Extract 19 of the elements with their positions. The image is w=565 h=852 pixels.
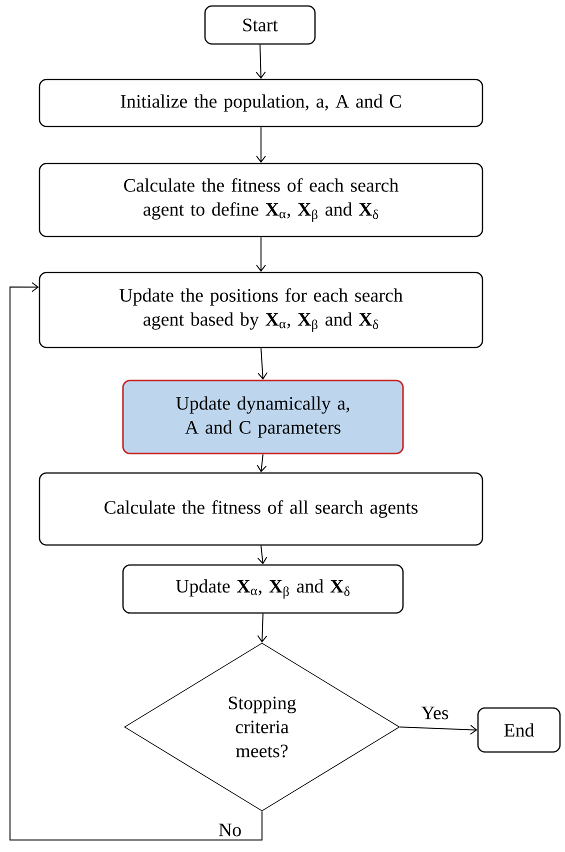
process-box: Calculate the fitness of each search agent to define X$_{α}$, X$_{β}$ and X$_{δ}$ <box>38 162 484 238</box>
arrow <box>256 44 266 79</box>
process-box: Calculate the fitness of all search agents <box>38 472 484 546</box>
process-box: Update dynamically a, A and C parameters <box>122 380 404 454</box>
arrow <box>256 236 266 272</box>
arrow <box>258 348 268 380</box>
edge-label: Yes <box>420 706 450 720</box>
process-box: End <box>477 707 561 753</box>
arrow <box>257 613 268 643</box>
arrow <box>256 126 266 163</box>
arrow <box>256 454 267 472</box>
arrow <box>10 282 262 840</box>
process-box: Update X$_{α}$, X$_{β}$ and X$_{δ}$ <box>122 564 404 614</box>
arrow <box>399 724 478 735</box>
edge-label: No <box>217 822 243 838</box>
arrow <box>257 545 268 564</box>
process-box: Update the positions for each search agent based by X$_{α}$, X$_{β}$ and X$_{δ}$ <box>38 272 484 348</box>
process-box: Start <box>204 5 316 45</box>
process-box: Initialize the population, a, A and C <box>38 78 484 128</box>
